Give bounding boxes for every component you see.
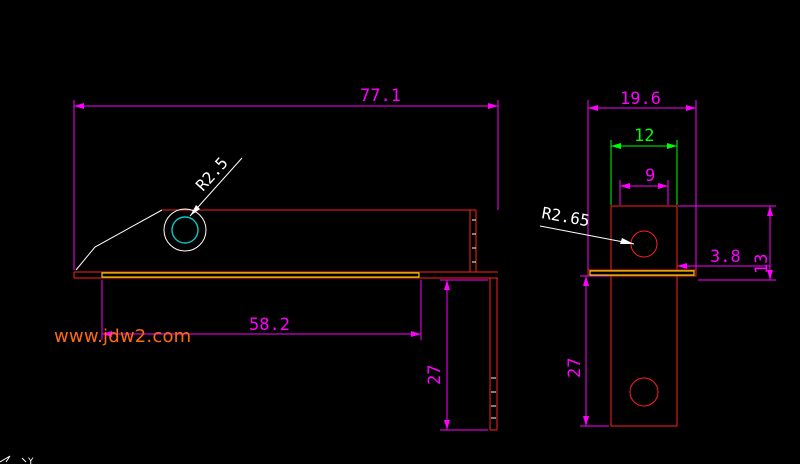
front-yellow-strip	[589, 270, 695, 276]
dim-front-offset	[677, 263, 770, 269]
front-top-hole	[630, 230, 658, 258]
side-view: 77.1	[73, 86, 499, 431]
ucs-icon	[0, 455, 27, 463]
label-side-overall-length: 77.1	[360, 86, 401, 106]
side-hinge-ticks	[472, 219, 496, 419]
dim-front-inner-width	[610, 140, 678, 205]
dim-side-bottom-length	[101, 280, 422, 340]
label-side-bottom-length: 58.2	[249, 315, 290, 335]
front-view: 19.6 12 9	[539, 89, 776, 427]
dim-side-hole-radius	[189, 157, 243, 217]
label-front-offset: 3.8	[710, 247, 741, 267]
dim-front-top-height	[678, 205, 776, 281]
label-side-hole-radius: R2.5	[192, 153, 232, 194]
label-front-hole-spacing: 9	[645, 166, 655, 186]
label-front-top-height: 13	[752, 254, 772, 274]
side-hole	[163, 208, 207, 252]
dim-side-vertical-height	[440, 279, 488, 431]
side-part-outline	[73, 209, 498, 431]
side-yellow-strip	[101, 272, 420, 278]
ucs-label: Y	[27, 457, 34, 464]
label-front-inner-width: 12	[634, 126, 654, 146]
label-side-vertical-height: 27	[425, 365, 445, 385]
dim-front-hole-radius	[539, 225, 635, 245]
front-bottom-hole	[629, 377, 659, 407]
watermark-text: www.jdw2.com	[54, 326, 192, 347]
label-front-overall-width: 19.6	[620, 89, 661, 109]
dim-front-overall-width	[587, 100, 697, 270]
label-front-vertical-height: 27	[565, 358, 585, 378]
label-front-hole-radius: R2.65	[540, 203, 591, 230]
dim-front-hole-spacing	[619, 180, 669, 205]
front-part-outline	[587, 205, 697, 427]
dim-front-vertical-height	[580, 275, 609, 427]
dim-side-overall-length	[73, 100, 499, 270]
